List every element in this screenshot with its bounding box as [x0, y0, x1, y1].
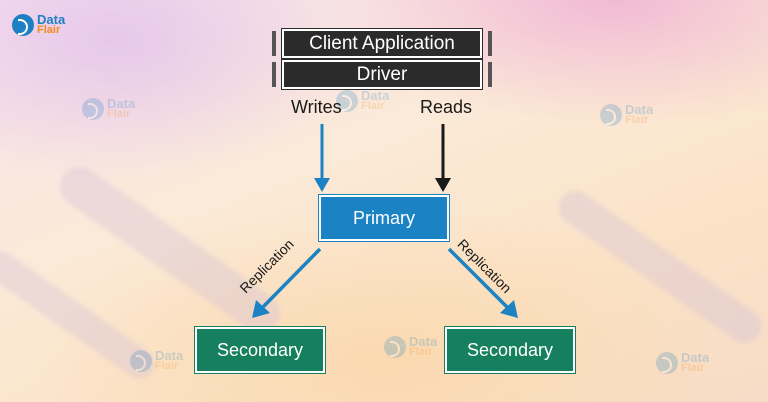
watermark-text-data: Data [625, 102, 654, 117]
watermark-text-flair: Flair [155, 360, 179, 372]
reads-label: Reads [420, 97, 473, 117]
watermark-icon [130, 350, 152, 372]
primary-node: Primary [319, 195, 449, 241]
watermark-text-flair: Flair [409, 346, 433, 358]
secondary-node-right: Secondary [445, 327, 575, 373]
watermark-text-data: Data [681, 350, 710, 365]
watermark-text-flair: Flair [107, 108, 131, 120]
watermark-icon [82, 98, 104, 120]
replication-left-arrow [252, 247, 322, 318]
logo-text-flair: Flair [37, 24, 61, 36]
watermark-icon [384, 336, 406, 358]
watermark-icon [600, 104, 622, 126]
watermark-text-flair: Flair [625, 114, 649, 126]
watermark-text-data: Data [107, 96, 136, 111]
watermark-text-flair: Flair [681, 362, 705, 374]
watermark-text-data: Data [361, 88, 390, 103]
reads-arrow [435, 124, 451, 192]
writes-label: Writes [291, 97, 342, 117]
replication-right-arrow [447, 247, 518, 318]
watermark-text-flair: Flair [361, 100, 385, 112]
client-application-box: Client Application [272, 29, 492, 58]
driver-box: Driver [272, 60, 492, 89]
watermark-text-data: Data [409, 334, 438, 349]
logo-text-data: Data [37, 12, 66, 27]
watermark-icon [336, 90, 358, 112]
watermark-text-data: Data [155, 348, 184, 363]
watermark-icon [656, 352, 678, 374]
writes-arrow [314, 124, 330, 192]
dataflair-logo: Data Flair [12, 12, 66, 36]
dataflair-logo-icon [12, 14, 34, 36]
secondary-node-left: Secondary [195, 327, 325, 373]
